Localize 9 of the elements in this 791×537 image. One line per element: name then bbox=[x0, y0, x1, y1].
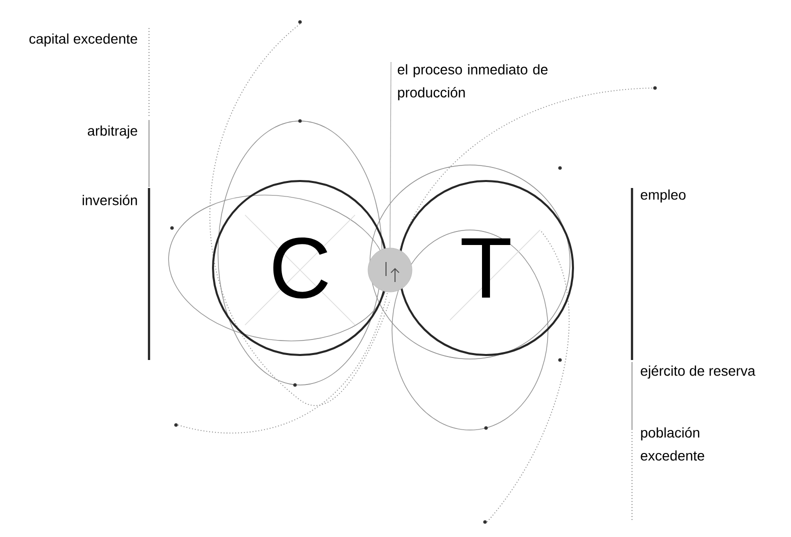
scale-label: arbitraje bbox=[88, 125, 138, 139]
leader-line bbox=[390, 62, 392, 248]
scale-label: inversión bbox=[82, 194, 137, 206]
caption-text: el proceso inmediato de producción bbox=[398, 64, 548, 100]
scale-label: población excedente bbox=[640, 427, 704, 461]
scale-label: ejército de reserva bbox=[640, 365, 756, 379]
scale-label: capital excedente bbox=[29, 33, 138, 47]
junction-circle bbox=[368, 248, 412, 292]
scale-label: empleo bbox=[640, 189, 686, 203]
